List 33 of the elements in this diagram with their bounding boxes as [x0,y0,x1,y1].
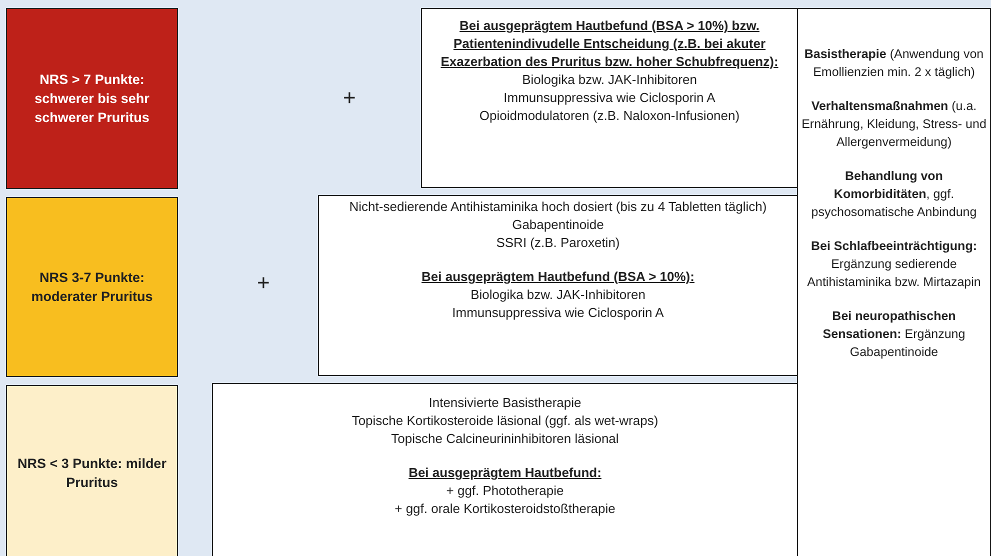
plus-sign: + [257,270,270,296]
plus-sign: + [343,85,356,111]
therapy-text: Bei Schlafbeeinträchtigung: Ergänzung sedierende Antihistaminika bzw. Mirtazapin [806,238,982,291]
therapy-box [421,8,798,188]
therapy-box [212,383,798,556]
therapy-text: Gabapentinoide [512,216,604,234]
therapy-text: SSRI (z.B. Paroxetin) [496,234,620,252]
severity-label: NRS > 7 Punkte: schwerer bis sehr schwerer Pruritus [34,71,150,127]
therapy-text: Immunsuppressiva wie Ciclosporin A [504,89,716,107]
therapy-text: Biologika bzw. JAK-Inhibitoren [470,286,646,304]
therapy-text: Opioidmodulatoren (z.B. Naloxon-Infusionen) [479,107,740,125]
basic-therapy-box [797,8,991,556]
therapy-text: Behandlung von Komorbiditäten, ggf. psychosomatische Anbindung [810,168,978,221]
severity-box [6,197,178,377]
section-heading: Bei ausgeprägtem Hautbefund (BSA > 10%) bzw. Patientenindivudelle Entscheidung (z.B. bei akuter Exazerbation des Pruritus bzw. hoher Schubfrequenz): [440,17,780,71]
therapy-box [318,195,798,376]
section-heading: Bei ausgeprägtem Hautbefund: [408,464,602,482]
therapy-text: + ggf. orale Kortikosteroidstoßtherapie [394,500,616,518]
therapy-text: Topische Calcineurininhibitoren läsional [391,430,619,448]
therapy-text: Intensivierte Basistherapie [428,394,582,412]
severity-box [6,8,178,189]
therapy-text: Bei neuropathischen Sensationen: Ergänzung Gabapentinoide [822,308,966,361]
therapy-text: Topische Kortikosteroide läsional (ggf. als wet-wraps) [352,412,658,430]
severity-box [6,385,178,556]
therapy-text: Immunsuppressiva wie Ciclosporin A [452,304,664,322]
therapy-text: Verhaltensmaßnahmen (u.a. Ernährung, Kleidung, Stress- und Allergenvermeidung) [800,98,988,151]
severity-label: NRS 3-7 Punkte: moderater Pruritus [30,269,154,306]
therapy-text: Biologika bzw. JAK-Inhibitoren [522,71,697,89]
therapy-text: + ggf. Phototherapie [446,482,564,500]
severity-label: NRS < 3 Punkte: milder Pruritus [16,454,168,492]
therapy-text: Basistherapie (Anwendung von Emollienzien min. 2 x täglich) [803,46,985,81]
therapy-text: Nicht-sedierende Antihistaminika hoch dosiert (bis zu 4 Tabletten täglich) [349,198,767,216]
section-heading: Bei ausgeprägtem Hautbefund (BSA > 10%): [422,268,694,286]
